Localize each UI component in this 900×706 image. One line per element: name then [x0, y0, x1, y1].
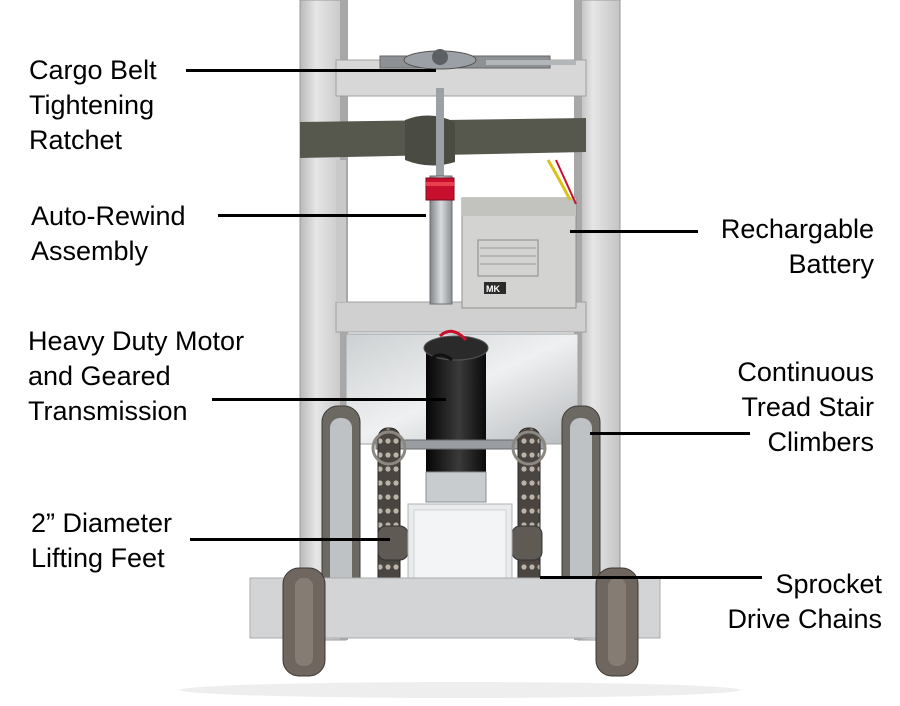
label-line: and Geared — [28, 361, 171, 391]
label-line: Transmission — [28, 396, 188, 426]
motor — [423, 329, 489, 503]
label-cargo-belt-ratchet: Cargo Belt Tightening Ratchet — [29, 53, 157, 158]
auto-rewind-pole — [425, 88, 455, 305]
lifting-feet — [377, 525, 543, 561]
label-line: Auto-Rewind — [31, 201, 186, 231]
motor-leader — [212, 398, 446, 401]
label-line: Ratchet — [29, 125, 123, 155]
label-line: Continuous — [737, 357, 874, 387]
label-line: Lifting Feet — [31, 543, 165, 573]
label-motor: Heavy Duty Motor and Geared Transmission — [28, 324, 244, 429]
ratchet-leader — [186, 69, 436, 72]
feet-leader — [190, 538, 390, 541]
frame — [299, 0, 621, 641]
ratchet-mechanism — [379, 49, 576, 70]
label-line: Battery — [788, 249, 874, 279]
label-line: Rechargable — [720, 214, 874, 244]
label-sprocket-chains: Sprocket Drive Chains — [727, 567, 882, 637]
label-line: 2” Diameter — [31, 508, 173, 538]
battery-badge: MK — [486, 284, 500, 294]
label-line: Climbers — [767, 427, 874, 457]
tread-leader — [590, 432, 750, 435]
label-line: Tightening — [29, 90, 155, 120]
label-line: Assembly — [31, 236, 149, 266]
wheels — [282, 567, 639, 677]
label-auto-rewind: Auto-Rewind Assembly — [31, 199, 186, 269]
label-tread-climbers: Continuous Tread Stair Climbers — [737, 355, 874, 460]
label-battery: Rechargable Battery — [721, 212, 874, 282]
battery-leader — [570, 230, 698, 233]
label-line: Sprocket — [775, 569, 882, 599]
battery: MK — [461, 159, 577, 309]
sprocket-leader — [540, 576, 762, 579]
label-line: Heavy Duty Motor — [28, 326, 245, 356]
rewind-leader — [218, 214, 426, 217]
label-line: Cargo Belt — [29, 55, 157, 85]
label-lifting-feet: 2” Diameter Lifting Feet — [31, 506, 172, 576]
label-line: Tread Stair — [741, 392, 874, 422]
label-line: Drive Chains — [727, 604, 882, 634]
